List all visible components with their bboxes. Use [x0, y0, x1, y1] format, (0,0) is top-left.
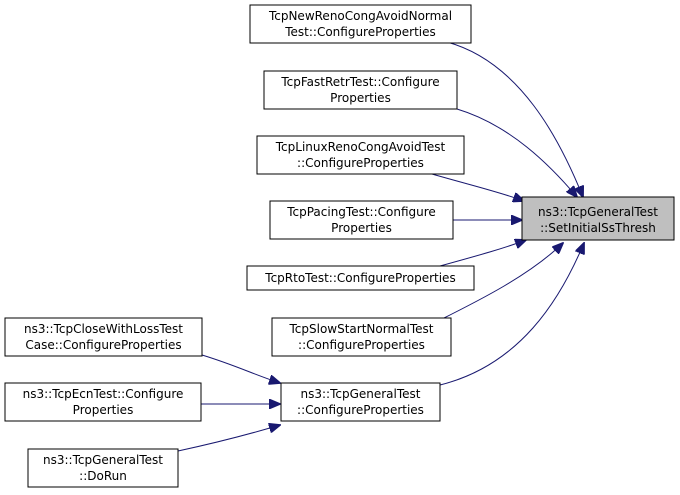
node-label-line: TcpFastRetrTest::Configure — [280, 75, 439, 89]
edge-fastretr-to-set-initial-ssthresh — [456, 108, 577, 197]
edge-newreno-to-set-initial-ssthresh — [446, 41, 583, 197]
node-label-line: TcpPacingTest::Configure — [286, 205, 436, 219]
node-ecn-test[interactable]: ns3::TcpEcnTest::Configure Properties — [4, 382, 202, 422]
node-label-line: ::ConfigureProperties — [297, 156, 424, 170]
node-newreno-cong-avoid-normal-test[interactable]: TcpNewRenoCongAvoidNormal Test::Configur… — [249, 4, 472, 44]
node-label-line: ::ConfigureProperties — [297, 403, 424, 417]
node-label-line: Properties — [330, 91, 391, 105]
node-label-line: ns3::TcpGeneralTest — [538, 205, 658, 219]
node-label-line: Properties — [331, 221, 392, 235]
node-label-line: TcpRtoTest::ConfigureProperties — [264, 271, 455, 285]
node-label-line: TcpLinuxRenoCongAvoidTest — [275, 140, 446, 154]
edge-general-configure-to-set-initial-ssthresh — [439, 243, 584, 386]
node-label-line: Test::ConfigureProperties — [284, 25, 436, 39]
node-label-line: ns3::TcpGeneralTest — [300, 387, 420, 401]
node-fast-retr-test[interactable]: TcpFastRetrTest::Configure Properties — [263, 70, 458, 110]
node-label-line: ::DoRun — [79, 469, 127, 483]
node-close-with-loss-test-case[interactable]: ns3::TcpCloseWithLossTest Case::Configur… — [4, 317, 203, 357]
edge-linuxreno-to-set-initial-ssthresh — [431, 173, 524, 201]
edges — [177, 41, 584, 452]
node-general-test-configure-properties[interactable]: ns3::TcpGeneralTest ::ConfigurePropertie… — [280, 382, 441, 422]
node-label-line: Properties — [73, 403, 134, 417]
edge-dorun-to-general-configure — [177, 425, 280, 452]
node-label-line: ::ConfigureProperties — [298, 338, 425, 352]
node-label-line: Case::ConfigureProperties — [25, 338, 181, 352]
edge-slowstart-to-set-initial-ssthresh — [439, 243, 563, 321]
node-label-line: ns3::TcpCloseWithLossTest — [24, 322, 183, 336]
node-linux-reno-cong-avoid-test[interactable]: TcpLinuxRenoCongAvoidTest ::ConfigurePro… — [256, 135, 465, 175]
node-label-line: TcpNewRenoCongAvoidNormal — [268, 9, 452, 23]
node-label-line: ::SetInitialSsThresh — [540, 221, 656, 235]
node-slow-start-normal-test[interactable]: TcpSlowStartNormalTest ::ConfigureProper… — [271, 317, 452, 357]
node-label-line: ns3::TcpGeneralTest — [43, 453, 163, 467]
node-set-initial-ssthresh[interactable]: ns3::TcpGeneralTest ::SetInitialSsThresh — [521, 196, 675, 241]
node-label-line: ns3::TcpEcnTest::Configure — [23, 387, 184, 401]
node-pacing-test[interactable]: TcpPacingTest::Configure Properties — [269, 200, 454, 240]
node-rto-test[interactable]: TcpRtoTest::ConfigureProperties — [246, 265, 475, 291]
edge-rto-to-set-initial-ssthresh — [439, 240, 526, 267]
node-label-line: TcpSlowStartNormalTest — [289, 322, 434, 336]
edge-closewithloss-to-general-configure — [201, 354, 280, 383]
node-general-test-do-run[interactable]: ns3::TcpGeneralTest ::DoRun — [27, 448, 179, 488]
